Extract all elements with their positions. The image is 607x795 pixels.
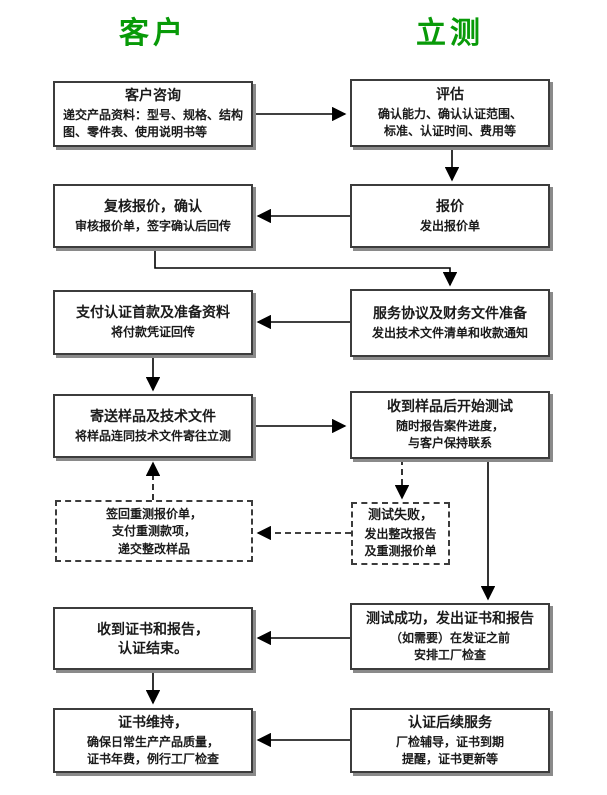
flow-box-test-passed: 测试成功，发出证书和报告 （如需要）在发证之前 安排工厂检查 (350, 603, 550, 670)
box-title: 测试失败， (367, 507, 433, 523)
box-title: 评估 (436, 86, 464, 103)
box-title: 证书维持， (118, 713, 188, 730)
box-body: 签回重测报价单， 支付重测款项， 递交整改样品 (105, 506, 202, 556)
box-body: 递交产品资料：型号、规格、结构 图、零件表、使用说明书等 (62, 108, 243, 140)
box-body: 发出报价单 (419, 218, 480, 233)
box-body: 发出技术文件清单和收款通知 (371, 325, 528, 340)
flow-box-customer-inquiry: 客户咨询 递交产品资料：型号、规格、结构 图、零件表、使用说明书等 (53, 81, 253, 147)
flow-box-review-quote: 复核报价，确认 审核报价单，签字确认后回传 (53, 184, 253, 248)
box-title: 客户咨询 (125, 87, 181, 104)
box-title: 认证后续服务 (408, 713, 492, 730)
flow-box-start-testing: 收到样品后开始测试 随时报告案件进度， 与客户保持联系 (350, 391, 550, 459)
flow-box-resign-retest: 签回重测报价单， 支付重测款项， 递交整改样品 (55, 500, 253, 562)
box-title: 报价 (436, 197, 464, 214)
flow-box-test-failed: 测试失败， 发出整改报告 及重测报价单 (351, 502, 450, 565)
flow-box-service-agreement: 服务协议及财务文件准备 发出技术文件清单和收款通知 (350, 289, 550, 357)
flow-box-evaluation: 评估 确认能力、确认认证范围、 标准、认证时间、费用等 (350, 79, 550, 147)
box-title: 寄送样品及技术文件 (90, 407, 216, 424)
box-body: 审核报价单，签字确认后回传 (74, 218, 231, 233)
column-header-litest: 立测 (416, 17, 484, 50)
column-header-customer: 客户 (119, 17, 187, 50)
flow-box-follow-up-service: 认证后续服务 厂检辅导，证书到期 提醒，证书更新等 (350, 708, 550, 773)
box-title: 复核报价，确认 (104, 197, 202, 214)
box-body: 发出整改报告 及重测报价单 (364, 526, 437, 559)
box-body: 将样品连同技术文件寄往立测 (74, 428, 231, 443)
box-body: 厂检辅导，证书到期 提醒，证书更新等 (395, 734, 504, 766)
flow-box-pay-first-amount: 支付认证首款及准备资料 将付款凭证回传 (53, 290, 253, 355)
flow-box-send-samples: 寄送样品及技术文件 将样品连同技术文件寄往立测 (53, 394, 253, 458)
box-title: 收到证书和报告， 认证结束。 (97, 620, 209, 656)
box-title: 支付认证首款及准备资料 (76, 304, 230, 321)
flow-box-certificate-keep: 证书维持， 确保日常生产产品质量， 证书年费，例行工厂检查 (53, 708, 253, 773)
box-body: 将付款凭证回传 (110, 325, 195, 340)
box-body: （如需要）在发证之前 安排工厂检查 (389, 630, 510, 662)
flow-box-receive-certificate: 收到证书和报告， 认证结束。 (53, 607, 253, 670)
flow-box-quotation: 报价 发出报价单 (350, 184, 550, 248)
arrow-review-to-agreement (154, 248, 458, 287)
box-title: 收到样品后开始测试 (387, 398, 513, 415)
box-body: 确认能力、确认认证范围、 标准、认证时间、费用等 (377, 107, 522, 139)
box-title: 测试成功，发出证书和报告 (366, 609, 534, 626)
box-body: 随时报告案件进度， 与客户保持联系 (395, 419, 504, 451)
box-title: 服务协议及财务文件准备 (373, 304, 527, 321)
box-body: 确保日常生产产品质量， 证书年费，例行工厂检查 (86, 734, 219, 766)
